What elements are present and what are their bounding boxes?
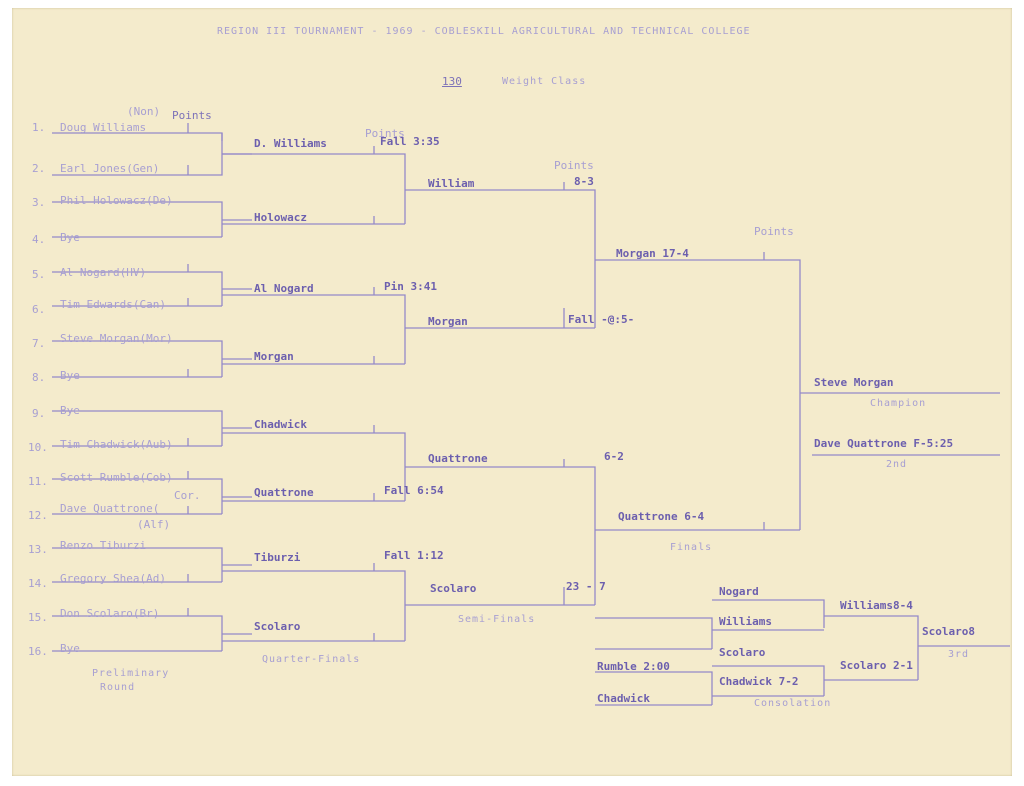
- quarter-winner: Morgan: [254, 350, 294, 363]
- entrant-number: 15.: [28, 611, 48, 624]
- quarter-winner: Al Nogard: [254, 282, 314, 295]
- champion-name: Steve Morgan: [814, 376, 894, 389]
- entrant-name: Phil Holowacz(De): [60, 194, 173, 207]
- entrant-number: 5.: [32, 268, 46, 281]
- entrant-name: Tim Edwards(Can): [60, 298, 166, 311]
- entrant-number: 9.: [32, 407, 46, 420]
- consolation-entry: Nogard: [719, 585, 759, 598]
- consolation-entry: Rumble 2:00: [597, 660, 670, 673]
- entrant-number: 16.: [28, 645, 48, 658]
- quarter-points-label: Points: [365, 127, 405, 140]
- prelim-points-header: Points: [172, 109, 212, 122]
- finals-points-label: Points: [754, 225, 794, 238]
- finals-lines: [595, 252, 1000, 531]
- entrant-name: Earl Jones(Gen): [60, 162, 160, 175]
- bracket-sheet: REGION III TOURNAMENT - 1969 - COBLESKIL…: [12, 8, 1012, 776]
- semi-finals-label: Semi-Finals: [458, 614, 536, 625]
- semi-winner: Scolaro: [430, 582, 477, 595]
- entrant-number: 1.: [32, 121, 46, 134]
- entrant-number: 6.: [32, 303, 46, 316]
- quarter-result: Fall 3:35: [380, 135, 440, 148]
- quarter-result: Fall 1:12: [384, 549, 444, 562]
- entrant-name: Gregory Shea(Ad): [60, 572, 166, 585]
- entrant-number: 3.: [32, 196, 46, 209]
- semi-lines: [405, 182, 596, 606]
- consolation-entry: Williams: [719, 615, 772, 628]
- entrant-name: Renzo Tiburzi: [60, 539, 147, 552]
- entrant-name: Steve Morgan(Mor): [60, 332, 173, 345]
- entrant-number: 8.: [32, 371, 46, 384]
- consolation-semi-winner: Scolaro 2-1: [840, 659, 913, 672]
- second-place-name: Dave Quattrone F-5:25: [814, 437, 954, 450]
- quarter-lines: [222, 146, 406, 642]
- quarter-winner: D. Williams: [254, 137, 327, 150]
- third-place-name: Scolaro8: [922, 625, 975, 638]
- entrant-name: Bye: [60, 404, 80, 417]
- quarter-winner: Chadwick: [254, 418, 307, 431]
- preliminary-round-label-2: Round: [100, 682, 136, 693]
- quarter-winner: Holowacz: [254, 211, 307, 224]
- semi-result: 23 - 7: [566, 580, 606, 593]
- prelim-lines: [52, 123, 252, 652]
- entrant-number: 12.: [28, 509, 48, 522]
- entrant-number: 2.: [32, 162, 46, 175]
- consolation-semi-winner: Williams8-4: [840, 599, 913, 612]
- entrant-note-alf: (Alf): [137, 518, 171, 531]
- entrant-note-cor: Cor.: [174, 489, 201, 502]
- quarter-winner: Quattrone: [254, 486, 314, 499]
- finals-winner: Quattrone 6-4: [618, 510, 705, 523]
- entrant-name: Tim Chadwick(Aub): [60, 438, 173, 451]
- consolation-entry: Chadwick 7-2: [719, 675, 799, 688]
- semi-winner: William: [428, 177, 475, 190]
- entrant-number: 7.: [32, 337, 46, 350]
- entrant-name: Dave Quattrone(: [60, 502, 160, 515]
- second-place-label: 2nd: [886, 459, 908, 470]
- weight-class-value: 130: [442, 75, 462, 88]
- semi-winner: Quattrone: [428, 452, 488, 465]
- weight-class-label: Weight Class: [502, 76, 587, 87]
- bracket-lines: [52, 123, 1010, 706]
- consolation-label: Consolation: [754, 698, 832, 709]
- quarter-result: Fall 6:54: [384, 484, 444, 497]
- quarter-finals-label: Quarter-Finals: [262, 654, 361, 665]
- entrant-number: 11.: [28, 475, 48, 488]
- consolation-entry: Scolaro: [719, 646, 766, 659]
- consolation-entry: Chadwick: [597, 692, 650, 705]
- entrant-name: Bye: [60, 369, 80, 382]
- quarter-result: Pin 3:41: [384, 280, 437, 293]
- entrant-name: Scott Rumble(Cob): [60, 471, 173, 484]
- entrant-number: 10.: [28, 441, 48, 454]
- entrant-name: Al Nogard(HV): [60, 266, 147, 279]
- preliminary-round-label: Preliminary: [92, 668, 170, 679]
- consolation-lines: [595, 599, 1010, 706]
- finals-winner: Morgan 17-4: [616, 247, 689, 260]
- quarter-winner: Tiburzi: [254, 551, 301, 564]
- semi-winner: Morgan: [428, 315, 468, 328]
- semi-result: 6-2: [604, 450, 624, 463]
- champion-label: Champion: [870, 398, 927, 409]
- third-place-label: 3rd: [948, 649, 970, 660]
- entrant-name: Don Scolaro(Br): [60, 607, 160, 620]
- entrant-name: Doug Williams: [60, 121, 147, 134]
- tournament-title: REGION III TOURNAMENT - 1969 - COBLESKIL…: [217, 26, 751, 37]
- finals-label: Finals: [670, 542, 713, 553]
- non-header: (Non): [127, 105, 161, 118]
- entrant-name: Bye: [60, 642, 80, 655]
- entrant-number: 13.: [28, 543, 48, 556]
- semi-points-label: Points: [554, 159, 594, 172]
- entrant-name: Bye: [60, 231, 80, 244]
- entrant-number: 14.: [28, 577, 48, 590]
- entrant-number: 4.: [32, 233, 46, 246]
- semi-result: Fall -@:5-: [568, 313, 635, 326]
- semi-result: 8-3: [574, 175, 594, 188]
- quarter-winner: Scolaro: [254, 620, 301, 633]
